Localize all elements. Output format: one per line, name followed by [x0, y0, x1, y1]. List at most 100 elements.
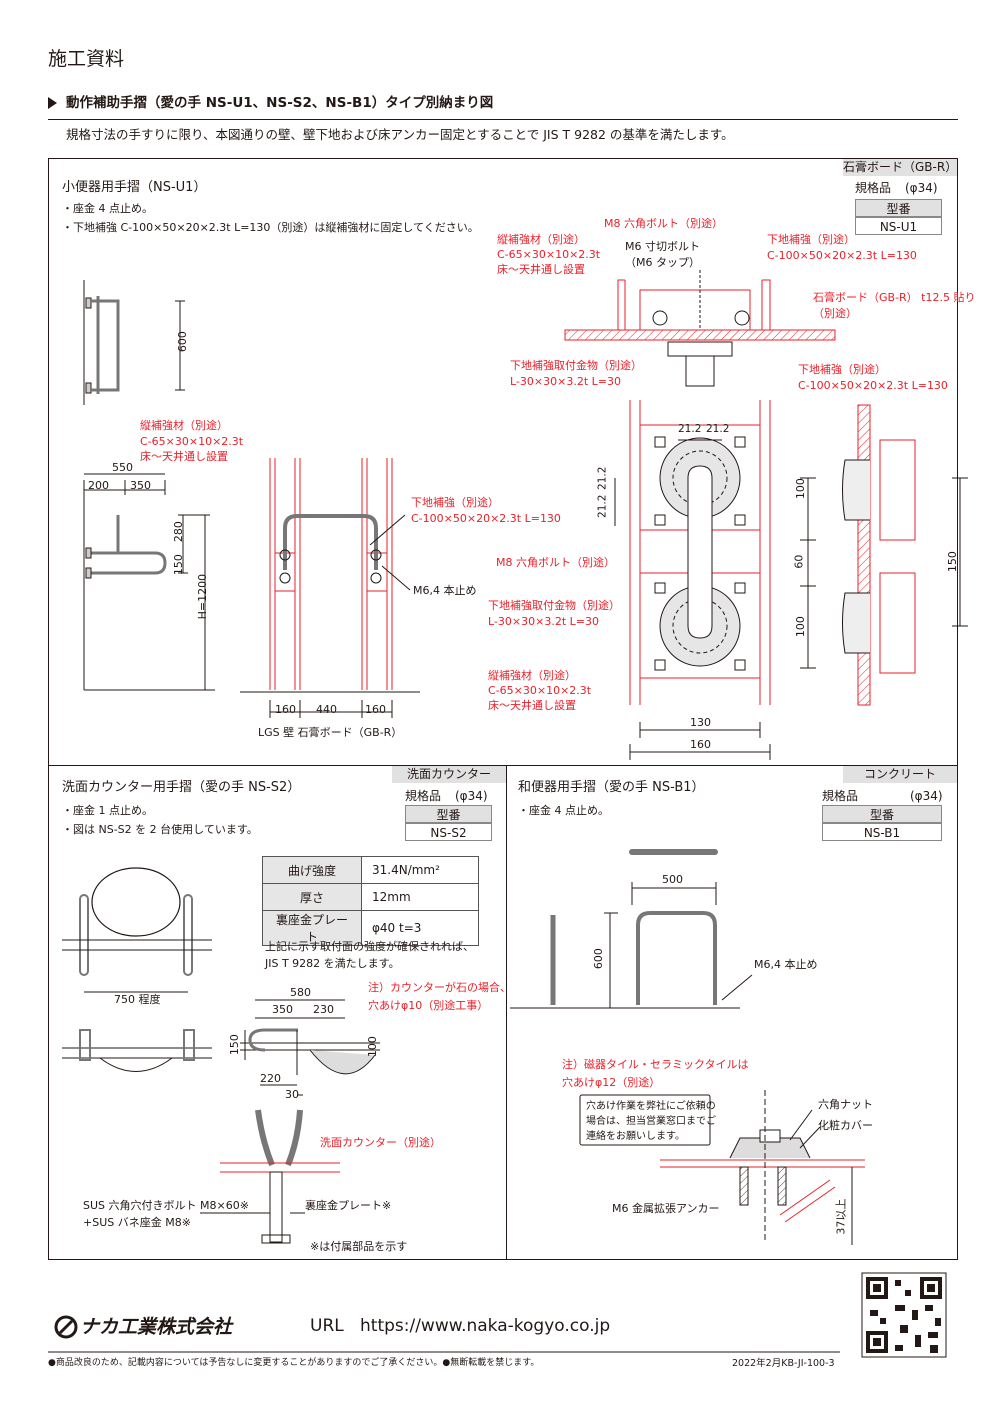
u1-model-header: 型番: [855, 199, 942, 217]
b1-m64: M6,4 本止め: [754, 958, 818, 971]
label-kana1b: L-30×30×3.2t L=30: [510, 375, 621, 388]
b1-anchor-label: M6 金属拡張アンカー: [612, 1202, 720, 1215]
s2-dim-220: 220: [260, 1072, 281, 1085]
label-tate3b: C-65×30×10×2.3t: [488, 684, 592, 697]
s2-dim-750: 750 程度: [114, 993, 161, 1006]
label-tate1b: C-65×30×10×2.3t: [140, 435, 244, 448]
label-kana1: 下地補強取付金物（別途）: [510, 359, 642, 372]
u1-spec-dia: (φ34): [905, 181, 938, 195]
label-gb: 石膏ボード（GB-R） t12.5 貼り: [813, 291, 976, 304]
s2-section-view: [240, 999, 380, 1096]
b1-callout-2: 場合は、担当営業窓口までご: [586, 1116, 716, 1127]
s2-dim-350: 350: [272, 1003, 293, 1016]
company-logo-icon: [54, 1315, 78, 1339]
b1-callout-3: 連絡をお願いします。: [586, 1131, 685, 1142]
dim-21-2-c: 21.2: [596, 466, 609, 490]
label-shita1b: C-100×50×20×2.3t L=130: [411, 512, 561, 525]
label-tate1c: 床～天井通し設置: [140, 450, 228, 463]
b1-note-1: ・座金 4 点止め。: [518, 804, 609, 817]
u1-material-header: 石膏ボード（GB-R）: [843, 159, 958, 176]
label-m64: M6,4 本止め: [413, 584, 477, 597]
b1-note-red-2: 穴あけφ12（別途）: [562, 1076, 661, 1089]
company-url-link[interactable]: https://www.naka-kogyo.co.jp: [360, 1316, 611, 1336]
b1-model: NS-B1: [822, 823, 942, 841]
s2-bolt-label-2: +SUS バネ座金 M8※: [83, 1216, 191, 1229]
label-tate3c: 床～天井通し設置: [488, 699, 576, 712]
label-m8top: M8 六角ボルト（別途）: [604, 217, 723, 230]
b1-nut-label: 六角ナット: [818, 1098, 873, 1111]
u1-section-top: [564, 270, 836, 387]
u1-front-view: [240, 458, 420, 718]
dim-280: 280: [171, 521, 185, 543]
s2-table-note-1: 上記に示す取付面の強度が確保されれば、: [265, 940, 474, 953]
b1-title: 和便器用手摺（愛の手 NS-B1）: [518, 780, 705, 795]
s2-plan-view: [62, 867, 212, 1072]
dim-60: 60: [792, 554, 806, 569]
dim-100b: 100: [793, 616, 807, 638]
dim-100a: 100: [793, 478, 807, 500]
label-tate2: 縦補強材（別途）: [497, 233, 585, 246]
b1-dim-600: 600: [591, 948, 605, 970]
intro-text: 規格寸法の手すりに限り、本図通りの壁、壁下地および床アンカー固定とすることで J…: [66, 127, 734, 142]
s2-model-header: 型番: [405, 805, 492, 823]
u1-note-1: ・座金 4 点止め。: [62, 202, 153, 215]
b1-model-header: 型番: [822, 805, 942, 823]
dim-200: 200: [88, 479, 109, 492]
table-key: 曲げ強度: [262, 856, 362, 884]
u1-spec-label: 規格品: [855, 181, 892, 195]
dim-h1200: H=1200: [196, 573, 210, 620]
u1-elevation: [83, 473, 215, 691]
dim-350: 350: [130, 479, 151, 492]
table-key: 裏座金プレート: [262, 910, 362, 946]
s2-table-note-2: JIS T 9282 を満たします。: [265, 957, 400, 970]
drawing-frame: [48, 158, 958, 1260]
dim-150r: 150: [945, 551, 959, 573]
s2-counter-label: 洗面カウンター（別途）: [320, 1136, 441, 1149]
dim-600: 600: [175, 331, 189, 353]
b1-material-header: コンクリート: [843, 766, 957, 783]
label-shita2b: C-100×50×20×2.3t L=130: [767, 249, 917, 262]
label-tate1: 縦補強材（別途）: [140, 419, 228, 432]
s2-note-1: ・座金 1 点止め。: [62, 804, 153, 817]
s2-material-header: 洗面カウンター: [392, 766, 506, 783]
section-rule: [48, 119, 958, 120]
u1-note-2: ・下地補強 C-100×50×20×2.3t L=130（別途）は縦補強材に固定…: [62, 221, 479, 234]
b1-callout-1: 穴あけ作業を弊社にご依頼の: [586, 1101, 716, 1112]
dim-21-2-a: 21.2: [678, 423, 702, 435]
qr-code: [861, 1272, 947, 1358]
dim-160a: 160: [275, 703, 296, 716]
label-shita1: 下地補強（別途）: [411, 496, 499, 509]
label-kana2: 下地補強取付金物（別途）: [488, 599, 620, 612]
label-m6b: （M6 タップ）: [625, 256, 700, 269]
footer-disclaimer: ●商品改良のため、記載内容については予告なしに変更することがありますのでご了承く…: [48, 1358, 540, 1368]
label-gbb: （別途）: [813, 307, 857, 320]
company-name: ナカ工業株式会社: [80, 1316, 233, 1338]
url-label: URL: [310, 1316, 344, 1336]
label-shita3b: C-100×50×20×2.3t L=130: [798, 379, 948, 392]
s2-spec-dia: (φ34): [455, 789, 488, 803]
s2-title: 洗面カウンター用手摺（愛の手 NS-S2）: [62, 780, 301, 795]
label-shita2: 下地補強（別途）: [767, 233, 855, 246]
b1-spec-dia: (φ34): [910, 789, 943, 803]
s2-model: NS-S2: [405, 823, 492, 841]
b1-spec-label: 規格品: [822, 789, 859, 803]
label-shita3: 下地補強（別途）: [798, 363, 886, 376]
frame-divider-v: [506, 765, 507, 1260]
dim-160b: 160: [365, 703, 386, 716]
table-key: 厚さ: [262, 883, 362, 911]
label-kana2b: L-30×30×3.2t L=30: [488, 615, 599, 628]
s2-note-red-2: 穴あけφ10（別途工事）: [368, 999, 489, 1012]
dim-440: 440: [316, 703, 337, 716]
s2-dim-100: 100: [365, 1036, 379, 1058]
label-tate3: 縦補強材（別途）: [488, 669, 576, 682]
s2-note-red-1: 注）カウンターが石の場合、: [368, 981, 511, 994]
s2-plate-label: 裏座金プレート※: [305, 1199, 392, 1212]
s2-dim-150: 150: [227, 1034, 241, 1056]
s2-bolt-label-1: SUS 六角穴付きボルト M8×60※: [83, 1199, 249, 1212]
s2-dim-30: 30: [285, 1088, 299, 1101]
dim-130: 130: [690, 716, 711, 729]
